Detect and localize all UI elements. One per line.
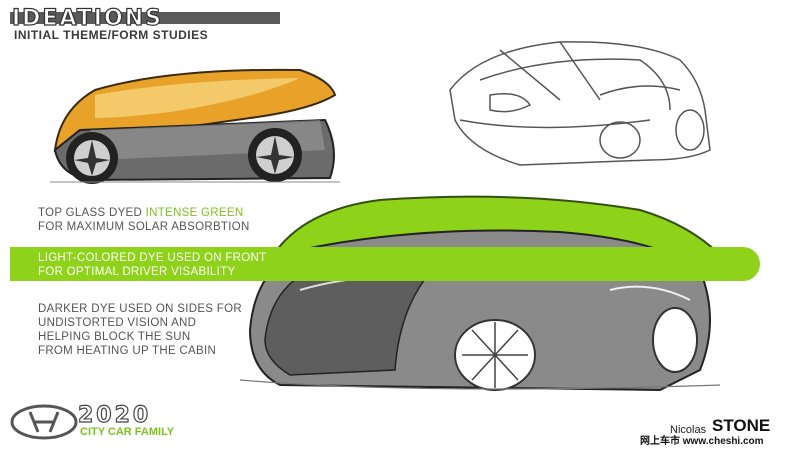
highlight-band bbox=[10, 247, 760, 281]
page-title: IDEATIONS bbox=[11, 5, 163, 31]
note-side-dye: DARKER DYE USED ON SIDES FOR UNDISTORTED… bbox=[38, 302, 242, 358]
rear-wheel-icon bbox=[652, 307, 698, 373]
line-car-sketch bbox=[449, 41, 711, 166]
watermark: 网上车市 www.cheshi.com bbox=[640, 436, 764, 447]
green-roof-car-sketch bbox=[239, 195, 722, 392]
note-text: DARKER DYE USED ON SIDES FOR bbox=[38, 303, 242, 315]
note-text: UNDISTORTED VISION AND bbox=[38, 317, 197, 329]
note-text: FOR OPTIMAL DRIVER VISABILITY bbox=[38, 266, 236, 278]
brand-tagline: CITY CAR FAMILY bbox=[80, 426, 175, 438]
page-subtitle: INITIAL THEME/FORM STUDIES bbox=[14, 28, 209, 42]
note-text: FOR MAXIMUM SOLAR ABSORBTION bbox=[38, 221, 250, 233]
designer-first-name: Nicolas bbox=[670, 424, 707, 436]
orange-car-sketch bbox=[50, 68, 340, 184]
designer-last-name: STONE bbox=[712, 416, 771, 435]
note-text: HELPING BLOCK THE SUN bbox=[38, 331, 191, 343]
note-text: TOP GLASS DYED bbox=[38, 207, 146, 219]
note-highlight: INTENSE GREEN bbox=[145, 207, 244, 219]
brand-year: 2020 bbox=[77, 402, 152, 428]
note-front-dye: LIGHT-COLORED DYE USED ON FRONT FOR OPTI… bbox=[38, 251, 266, 279]
h-logo-icon bbox=[10, 404, 78, 440]
note-text: LIGHT-COLORED DYE USED ON FRONT bbox=[38, 252, 267, 264]
note-top-glass: TOP GLASS DYED INTENSE GREEN FOR MAXIMUM… bbox=[38, 206, 250, 234]
note-text: FROM HEATING UP THE CABIN bbox=[38, 345, 217, 357]
